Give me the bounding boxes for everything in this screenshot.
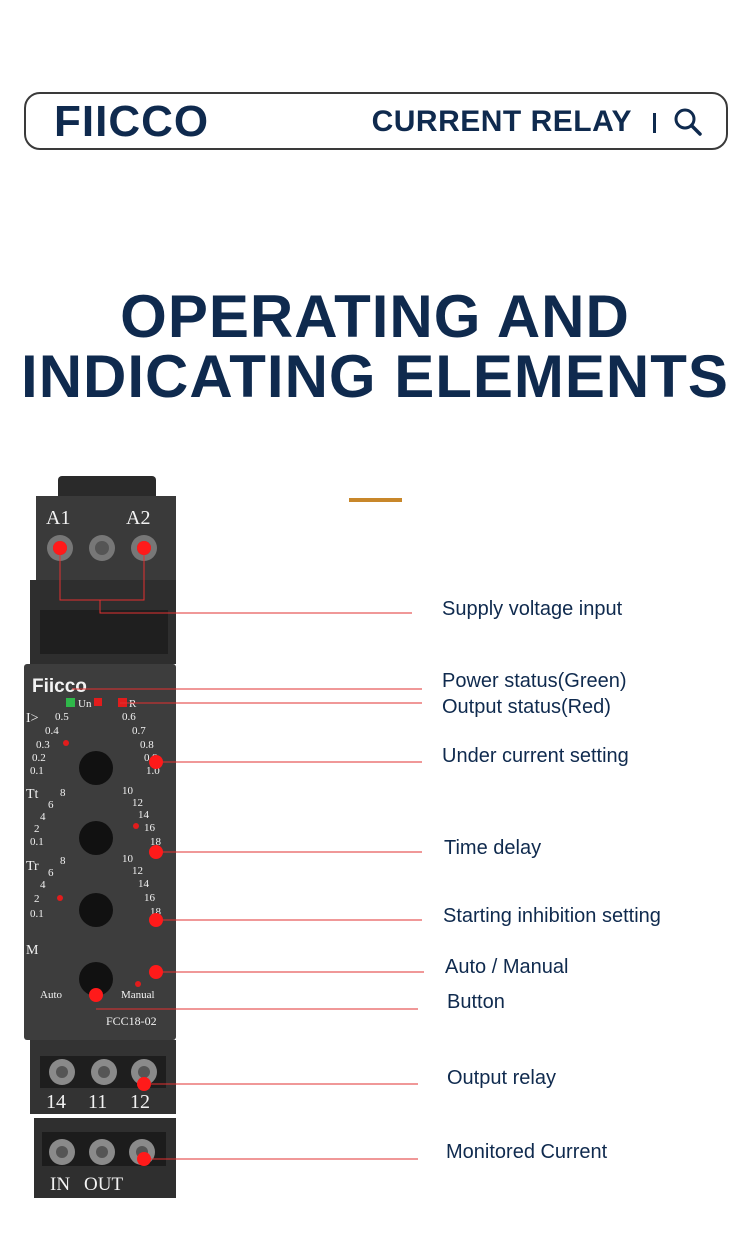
dial3-right-0: 10	[122, 853, 134, 865]
dial1-right-2: 0.8	[140, 739, 154, 751]
label-output-relay: Output relay	[447, 1067, 556, 1089]
dial2-right-2: 14	[138, 809, 150, 821]
terminal-14: 14	[46, 1091, 66, 1113]
dial1-right-1: 0.7	[132, 725, 146, 737]
header-divider	[653, 113, 656, 133]
symbol-under-current: I>	[26, 711, 39, 726]
dial2-right-0: 10	[122, 785, 134, 797]
heading-line-2: INDICATING ELEMENTS	[21, 343, 729, 410]
symbol-inhibition: Tr	[26, 859, 39, 874]
dial3-left-4: 0.1	[30, 908, 44, 920]
led-label-un: Un	[78, 698, 92, 710]
header-bar: FIICCO CURRENT RELAY	[24, 92, 728, 150]
dial2-left-2: 4	[40, 811, 46, 823]
heading-line-1: OPERATING AND	[120, 283, 630, 350]
dial2-left-0: 8	[60, 787, 66, 799]
brand-logo[interactable]: FIICCO	[54, 97, 210, 146]
label-output-status: Output status(Red)	[442, 696, 611, 718]
label-monitored-current: Monitored Current	[446, 1141, 608, 1163]
inhibition-knob[interactable]	[79, 893, 113, 927]
label-button: Button	[447, 991, 505, 1013]
header-title: CURRENT RELAY	[371, 105, 632, 138]
auto-manual-button[interactable]	[79, 962, 113, 996]
symbol-time-delay: Tt	[26, 787, 39, 802]
mode-auto-label: Auto	[40, 989, 63, 1001]
dial3-left-3: 2	[34, 893, 40, 905]
label-under-current: Under current setting	[442, 745, 629, 767]
output-led-small	[94, 698, 102, 706]
led-label-r: R	[129, 698, 137, 710]
dial2-left-3: 2	[34, 823, 40, 835]
relay-device: A1 A2 Fiicco Un R I> Tt Tr M 0.5 0.4 0.3…	[24, 476, 424, 1198]
terminal-a1: A1	[46, 507, 70, 529]
dial1-left-4: 0.1	[30, 765, 44, 777]
power-led	[66, 698, 75, 707]
output-screws	[49, 1059, 157, 1085]
callout-lines	[59, 548, 424, 1160]
dial3-right-3: 16	[144, 892, 156, 904]
search-icon[interactable]	[672, 106, 704, 138]
dial1-left-1: 0.4	[45, 725, 59, 737]
label-starting-inhibition: Starting inhibition setting	[443, 905, 661, 927]
model-number: FCC18-02	[106, 1014, 157, 1028]
label-power-status: Power status(Green)	[442, 670, 627, 692]
mode-manual-label: Manual	[121, 989, 155, 1001]
terminal-in: IN	[50, 1174, 70, 1195]
time-delay-knob[interactable]	[79, 821, 113, 855]
accent-line	[349, 498, 402, 502]
panel-indicator-dots	[57, 740, 141, 987]
label-supply-voltage: Supply voltage input	[442, 598, 623, 620]
dial3-left-2: 4	[40, 879, 46, 891]
terminal-out: OUT	[84, 1174, 123, 1195]
dial2-left-4: 0.1	[30, 836, 44, 848]
terminal-a2: A2	[126, 507, 150, 529]
under-current-knob[interactable]	[79, 751, 113, 785]
dial1-right-0: 0.6	[122, 711, 136, 723]
top-clip	[58, 476, 156, 502]
dial1-left-3: 0.2	[32, 752, 46, 764]
dial1-left-2: 0.3	[36, 739, 50, 751]
dial2-right-4: 18	[150, 836, 162, 848]
panel-brand: Fiicco	[32, 676, 87, 697]
dial2-left-1: 6	[48, 799, 54, 811]
label-auto-manual: Auto / Manual	[445, 956, 569, 978]
callout-markers	[53, 541, 163, 1166]
symbol-mode: M	[26, 943, 39, 958]
dial2-right-3: 16	[144, 822, 156, 834]
dial1-left-0: 0.5	[55, 711, 69, 723]
dial3-left-1: 6	[48, 867, 54, 879]
dial3-right-1: 12	[132, 865, 143, 877]
dial3-right-4: 18	[150, 906, 162, 918]
dial3-right-2: 14	[138, 878, 150, 890]
label-time-delay: Time delay	[444, 837, 542, 859]
dial2-right-1: 12	[132, 797, 143, 809]
terminal-12: 12	[130, 1091, 150, 1113]
dial3-left-0: 8	[60, 855, 66, 867]
terminal-11: 11	[88, 1091, 107, 1113]
